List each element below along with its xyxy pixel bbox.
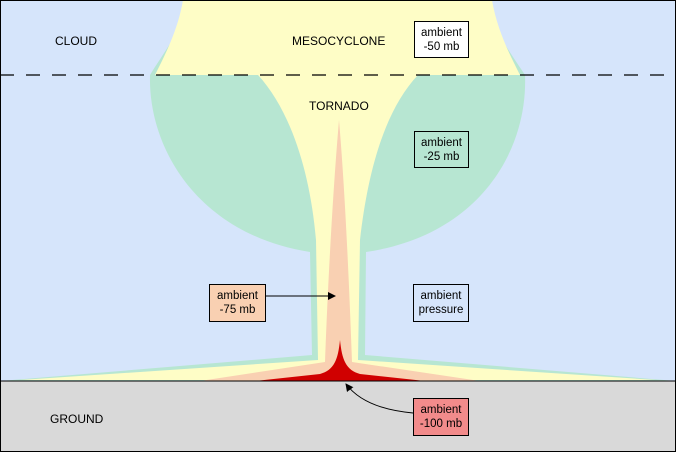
pressure-box-ambient-line2: pressure [418, 304, 464, 316]
tornado-label: TORNADO [309, 99, 369, 113]
mesocyclone-label: MESOCYCLONE [292, 34, 386, 48]
arrow-to-base [345, 383, 414, 414]
ground-label: GROUND [50, 412, 104, 426]
pressure-box-minus75-line2: -75 mb [219, 304, 256, 316]
pressure-box-minus75: ambient -75 mb [209, 284, 266, 322]
pressure-zone-minus75 [200, 120, 480, 381]
pressure-box-ambient: ambient pressure [413, 284, 469, 322]
pressure-box-ambient-line1: ambient [420, 290, 462, 302]
pressure-box-minus50-line2: -50 mb [423, 40, 460, 53]
pressure-box-minus50-line1: ambient [421, 26, 462, 39]
pressure-box-minus100-line1: ambient [420, 404, 462, 416]
pressure-zone-minus100 [255, 340, 425, 381]
pressure-box-minus25-line2: -25 mb [423, 150, 460, 163]
pressure-box-minus75-line1: ambient [217, 290, 258, 302]
ground-area [0, 381, 676, 452]
cloud-label: CLOUD [55, 34, 98, 48]
pressure-box-minus25: ambient -25 mb [414, 131, 469, 168]
pressure-box-minus100-line2: -100 mb [419, 418, 463, 430]
pressure-box-minus100: ambient -100 mb [413, 398, 469, 436]
pressure-box-minus50: ambient -50 mb [414, 21, 469, 58]
pressure-box-minus25-line1: ambient [421, 136, 462, 149]
